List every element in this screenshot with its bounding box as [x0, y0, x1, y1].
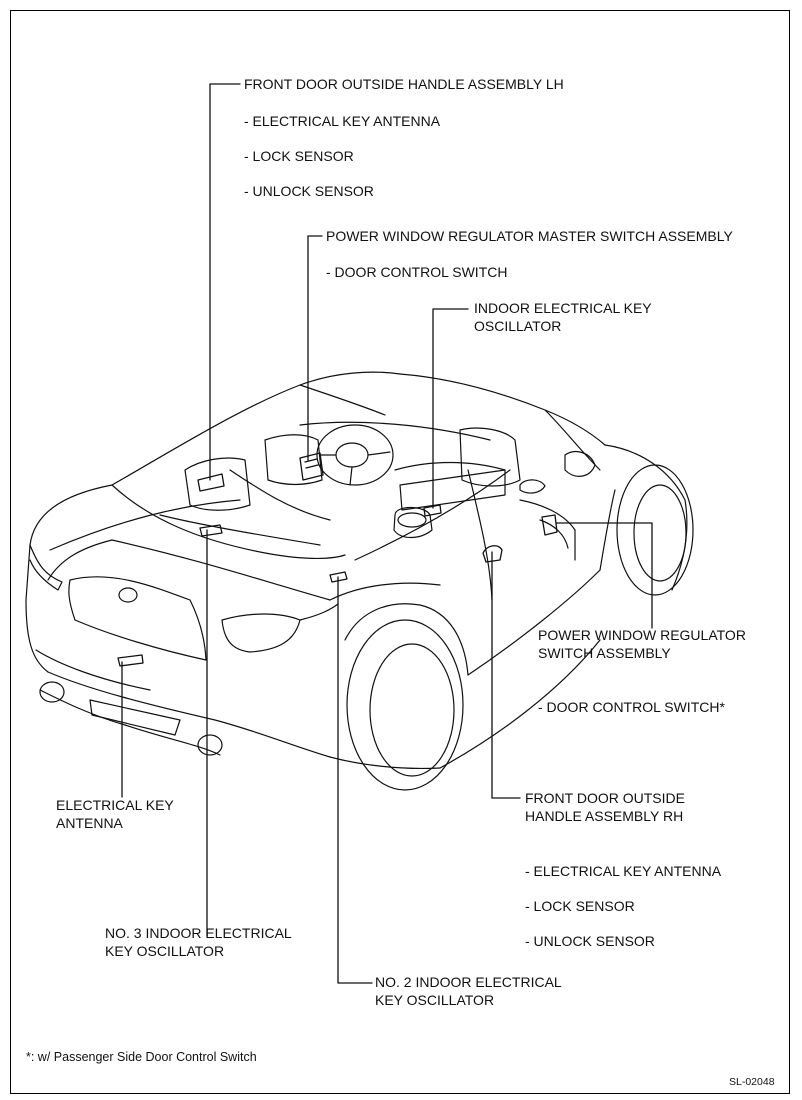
lh-handle-title: FRONT DOOR OUTSIDE HANDLE ASSEMBLY LH [244, 76, 564, 92]
lh-handle-item-lock-sensor: - LOCK SENSOR [244, 148, 354, 164]
no3-oscillator-label-line2: KEY OSCILLATOR [105, 943, 225, 959]
pw-switch-label-line2: SWITCH ASSEMBLY [538, 645, 671, 661]
ek-antenna-label-line2: ANTENNA [56, 815, 123, 831]
pw-switch-item: - DOOR CONTROL SWITCH* [538, 699, 725, 715]
lh-handle-item-antenna: - ELECTRICAL KEY ANTENNA [244, 113, 441, 129]
lh-handle-item-unlock-sensor: - UNLOCK SENSOR [244, 183, 374, 199]
no3-oscillator-label-line1: NO. 3 INDOOR ELECTRICAL [105, 925, 292, 941]
master-switch-title: POWER WINDOW REGULATOR MASTER SWITCH ASS… [326, 228, 733, 244]
car-body-outline [25, 371, 694, 791]
no2-oscillator-label-line1: NO. 2 INDOOR ELECTRICAL [375, 974, 562, 990]
rh-handle-item-unlock-sensor: - UNLOCK SENSOR [525, 933, 655, 949]
ek-antenna-label-line1: ELECTRICAL KEY [56, 797, 174, 813]
no2-oscillator-label-line2: KEY OSCILLATOR [375, 992, 495, 1008]
rh-handle-item-lock-sensor: - LOCK SENSOR [525, 898, 635, 914]
master-switch-item: - DOOR CONTROL SWITCH [326, 264, 508, 280]
diagram-frame [10, 10, 790, 1094]
indoor-oscillator-label-line2: OSCILLATOR [474, 318, 562, 334]
leader-lines [121, 83, 653, 984]
rh-handle-label-line1: FRONT DOOR OUTSIDE [525, 790, 685, 806]
rh-handle-item-antenna: - ELECTRICAL KEY ANTENNA [525, 863, 722, 879]
pw-switch-label-line1: POWER WINDOW REGULATOR [538, 627, 746, 643]
footnote: *: w/ Passenger Side Door Control Switch [26, 1050, 257, 1064]
figure-code: SL-02048 [729, 1076, 775, 1088]
indoor-oscillator-label-line1: INDOOR ELECTRICAL KEY [474, 300, 652, 316]
rh-handle-label-line2: HANDLE ASSEMBLY RH [525, 808, 684, 824]
components [117, 452, 558, 667]
car-interior [49, 421, 576, 561]
